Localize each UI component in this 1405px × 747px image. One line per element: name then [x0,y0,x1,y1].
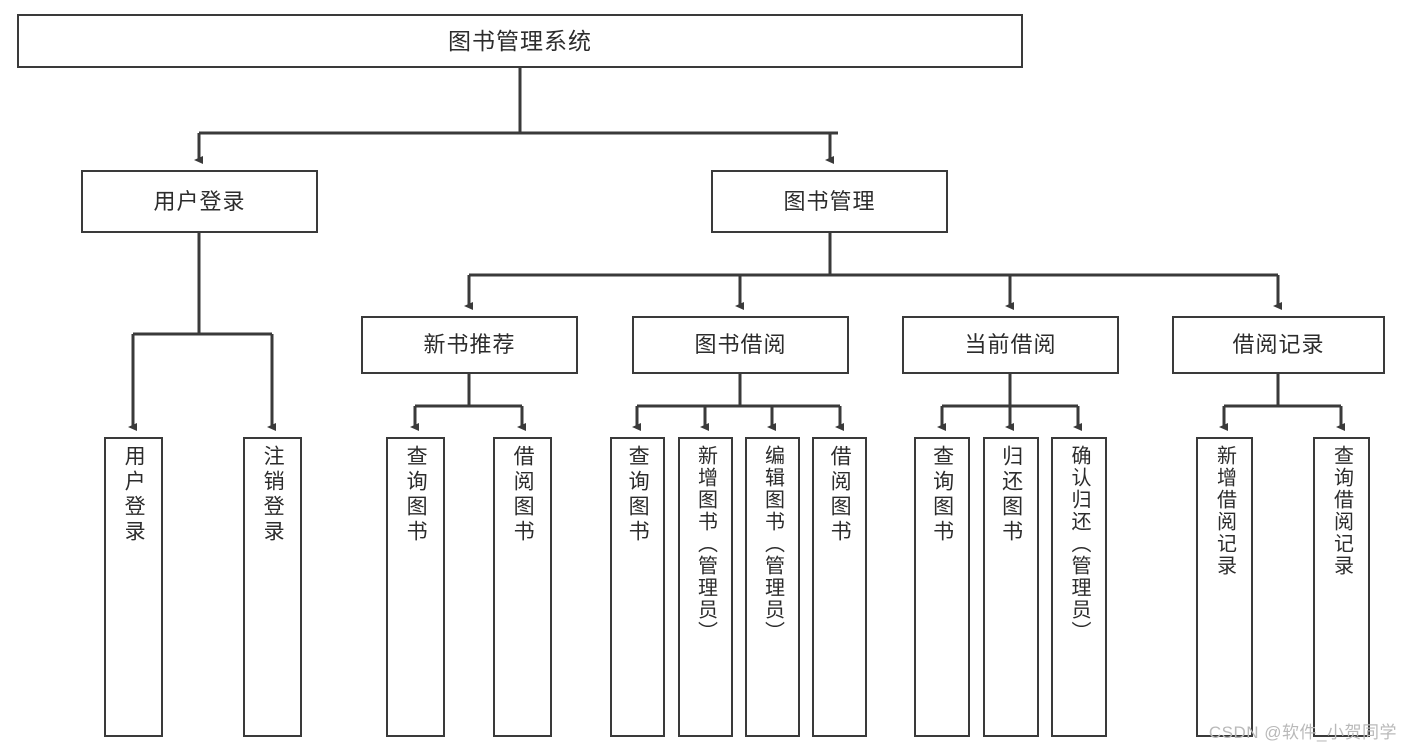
node-label: 图书管理 [783,188,876,214]
node-label: 确认归还（管理员） [1068,445,1090,643]
node-new-book-recommend[interactable]: 新书推荐 [361,316,578,374]
leaf-add-book-admin[interactable]: 新增图书（管理员） [678,437,733,737]
node-label: 图书管理系统 [448,27,592,54]
node-label: 借阅图书 [511,445,535,545]
node-user-login[interactable]: 用户登录 [81,170,318,233]
node-label: 新增图书（管理员） [694,445,717,643]
node-label: 归还图书 [999,445,1023,545]
leaf-user-login[interactable]: 用户登录 [104,437,163,737]
node-borrow-record[interactable]: 借阅记录 [1172,316,1385,374]
node-current-borrow[interactable]: 当前借阅 [902,316,1119,374]
leaf-query-book-recommend[interactable]: 查询图书 [386,437,445,737]
node-label: 注销登录 [261,445,285,545]
node-label: 借阅图书 [828,445,852,545]
leaf-confirm-return-admin[interactable]: 确认归还（管理员） [1051,437,1107,737]
node-label: 查询图书 [930,445,954,545]
leaf-return-book[interactable]: 归还图书 [983,437,1039,737]
leaf-edit-book-admin[interactable]: 编辑图书（管理员） [745,437,800,737]
node-label: 查询图书 [404,445,428,545]
node-label: 用户登录 [122,445,146,545]
node-label: 编辑图书（管理员） [761,445,784,643]
node-label: 新书推荐 [423,332,516,358]
node-label: 当前借阅 [964,332,1057,358]
node-label: 用户登录 [153,188,246,214]
leaf-query-borrow-record[interactable]: 查询借阅记录 [1313,437,1370,737]
node-label: 查询图书 [626,445,650,545]
node-book-borrow[interactable]: 图书借阅 [632,316,849,374]
leaf-logout[interactable]: 注销登录 [243,437,302,737]
node-label: 新增借阅记录 [1213,445,1236,577]
leaf-borrow-book[interactable]: 借阅图书 [812,437,867,737]
node-label: 图书借阅 [694,332,787,358]
leaf-borrow-book-recommend[interactable]: 借阅图书 [493,437,552,737]
leaf-query-book-current[interactable]: 查询图书 [914,437,970,737]
node-book-management[interactable]: 图书管理 [711,170,948,233]
leaf-query-book-borrow[interactable]: 查询图书 [610,437,665,737]
node-book-management-system[interactable]: 图书管理系统 [17,14,1023,68]
node-label: 借阅记录 [1232,332,1325,358]
leaf-add-borrow-record[interactable]: 新增借阅记录 [1196,437,1253,737]
node-label: 查询借阅记录 [1330,445,1353,577]
